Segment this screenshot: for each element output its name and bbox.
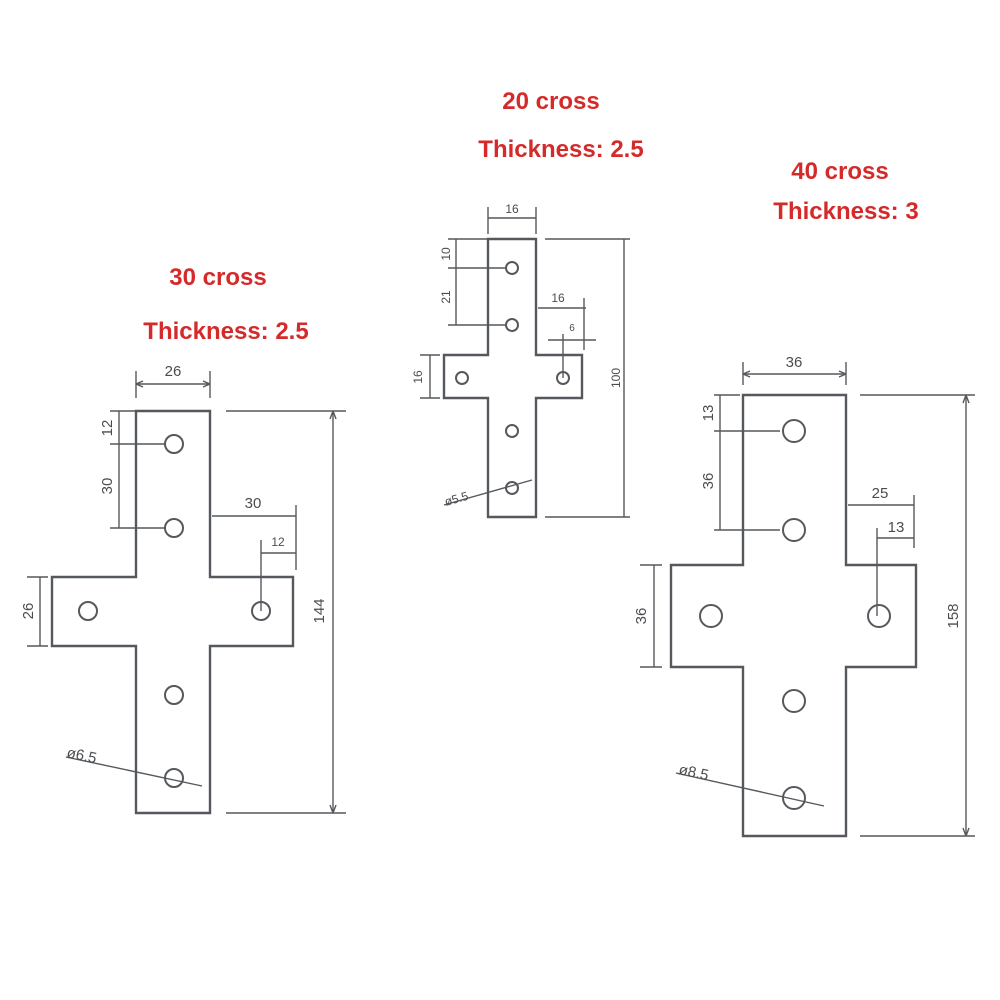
plate-30-diameter-dim: ø6.5	[65, 744, 203, 787]
plate-30-hole	[164, 518, 184, 538]
plate-20-arm-width-label: 16	[411, 370, 425, 384]
plate-30-arm-dims: 30 12	[212, 495, 297, 611]
plate-40-hole	[782, 689, 806, 713]
plate-20-hole	[505, 318, 519, 332]
plate-40-width-dim: 36	[742, 354, 847, 385]
plate-20-title: 20 cross	[502, 88, 600, 115]
plate-20-arm-dims: 16 6	[538, 291, 596, 378]
plate-30-hole	[164, 685, 184, 705]
plate-40-top-offset-label: 13	[700, 405, 717, 422]
plate-20-width-label: 16	[505, 202, 519, 216]
plate-20-drawing: 16 10 21 16 6 16 100	[411, 202, 630, 519]
plate-40-hole	[782, 518, 806, 542]
plate-30-title: 30 cross	[169, 264, 267, 291]
plate-40-hole	[782, 419, 806, 443]
plate-30-hole-spacing-label: 30	[99, 478, 116, 495]
plate-30-hole	[164, 434, 184, 454]
plate-20-arm-width-dim: 16	[411, 354, 440, 399]
plate-20-width-dim: 16	[487, 202, 537, 234]
plate-20-thickness: Thickness: 2.5	[478, 136, 644, 163]
plate-30-arm-length-label: 30	[245, 495, 262, 512]
plate-40-hole	[782, 786, 806, 810]
plate-30-arm-width-dim: 26	[20, 576, 48, 647]
plate-20-vertical-dims: 10 21	[439, 238, 505, 326]
plate-40-hole	[867, 604, 891, 628]
plate-20-arm-length-label: 16	[551, 291, 565, 305]
plate-40-arm-length-label: 25	[872, 485, 889, 502]
plate-40-arm-width-dim: 36	[633, 564, 662, 668]
plate-20-diameter-dim: ø5.5	[443, 479, 533, 509]
plate-20-hole	[455, 371, 469, 385]
plate-40-arm-dims: 25 13	[848, 485, 915, 616]
plate-20-top-offset-label: 10	[439, 247, 453, 261]
plate-40-hole-spacing-label: 36	[700, 473, 717, 490]
plate-30-vertical-dims: 12 30	[99, 410, 165, 529]
plate-40-width-label: 36	[786, 354, 803, 371]
plate-20-outline	[442, 237, 584, 519]
plate-40-height-dim: 158	[860, 394, 975, 837]
plate-40-arm-hole-label: 13	[888, 519, 905, 536]
plate-30-height-label: 144	[311, 598, 328, 623]
plate-20-hole-spacing-label: 21	[439, 290, 453, 304]
plate-20-diameter-label: ø5.5	[443, 489, 470, 509]
plate-30-width-dim: 26	[135, 363, 211, 398]
plate-40-title: 40 cross	[791, 158, 889, 185]
plate-30-arm-hole-label: 12	[271, 535, 285, 549]
plate-20-height-label: 100	[609, 368, 623, 388]
plate-40-thickness: Thickness: 3	[773, 198, 919, 225]
plate-40-height-label: 158	[945, 603, 962, 628]
plate-20-hole	[505, 424, 519, 438]
plate-30-outline	[50, 409, 295, 815]
plate-30-width-label: 26	[165, 363, 182, 380]
plate-40-diameter-dim: ø8.5	[675, 761, 825, 807]
plate-30-top-offset-label: 12	[99, 420, 116, 437]
plate-40-arm-width-label: 36	[633, 608, 650, 625]
plate-40-drawing: 36 13 36 25 13 36 1	[633, 354, 975, 838]
plate-40-diameter-label: ø8.5	[677, 761, 710, 784]
plate-30-height-dim: 144	[226, 410, 346, 814]
plate-40-hole	[699, 604, 723, 628]
plate-30-thickness: Thickness: 2.5	[143, 318, 309, 345]
plate-20-height-dim: 100	[545, 238, 630, 518]
plate-30-diameter-label: ø6.5	[65, 744, 98, 767]
plate-30-hole	[78, 601, 98, 621]
plate-40-vertical-dims: 13 36	[700, 394, 780, 531]
plate-20-arm-hole-label: 6	[569, 323, 575, 334]
plate-20-hole	[505, 261, 519, 275]
plate-40-outline	[669, 393, 918, 838]
plate-30-arm-width-label: 26	[20, 603, 37, 620]
plate-30-drawing: 26 12 30 30 12 26	[20, 363, 346, 815]
